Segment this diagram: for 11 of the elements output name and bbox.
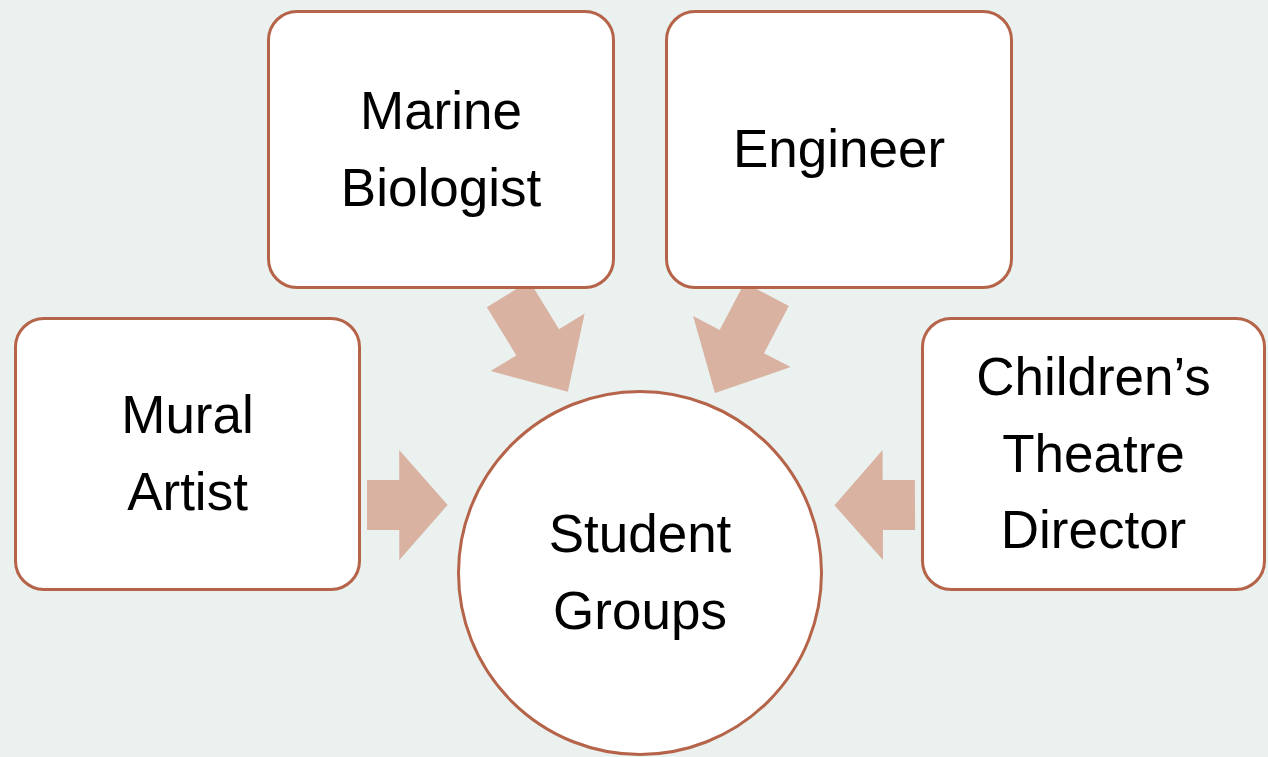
node-text: Student Groups	[547, 503, 733, 642]
node-text: Children’s Theatre Director	[975, 345, 1212, 562]
node-text: Engineer	[731, 118, 947, 181]
process-box	[921, 317, 1266, 591]
process-box	[14, 317, 361, 591]
node-text: Marine Biologist	[339, 79, 543, 219]
process-box	[665, 10, 1013, 289]
block-arrow	[367, 449, 448, 560]
node-text: Mural Artist	[120, 384, 255, 523]
block-arrow	[834, 450, 916, 561]
process-box	[267, 10, 615, 289]
